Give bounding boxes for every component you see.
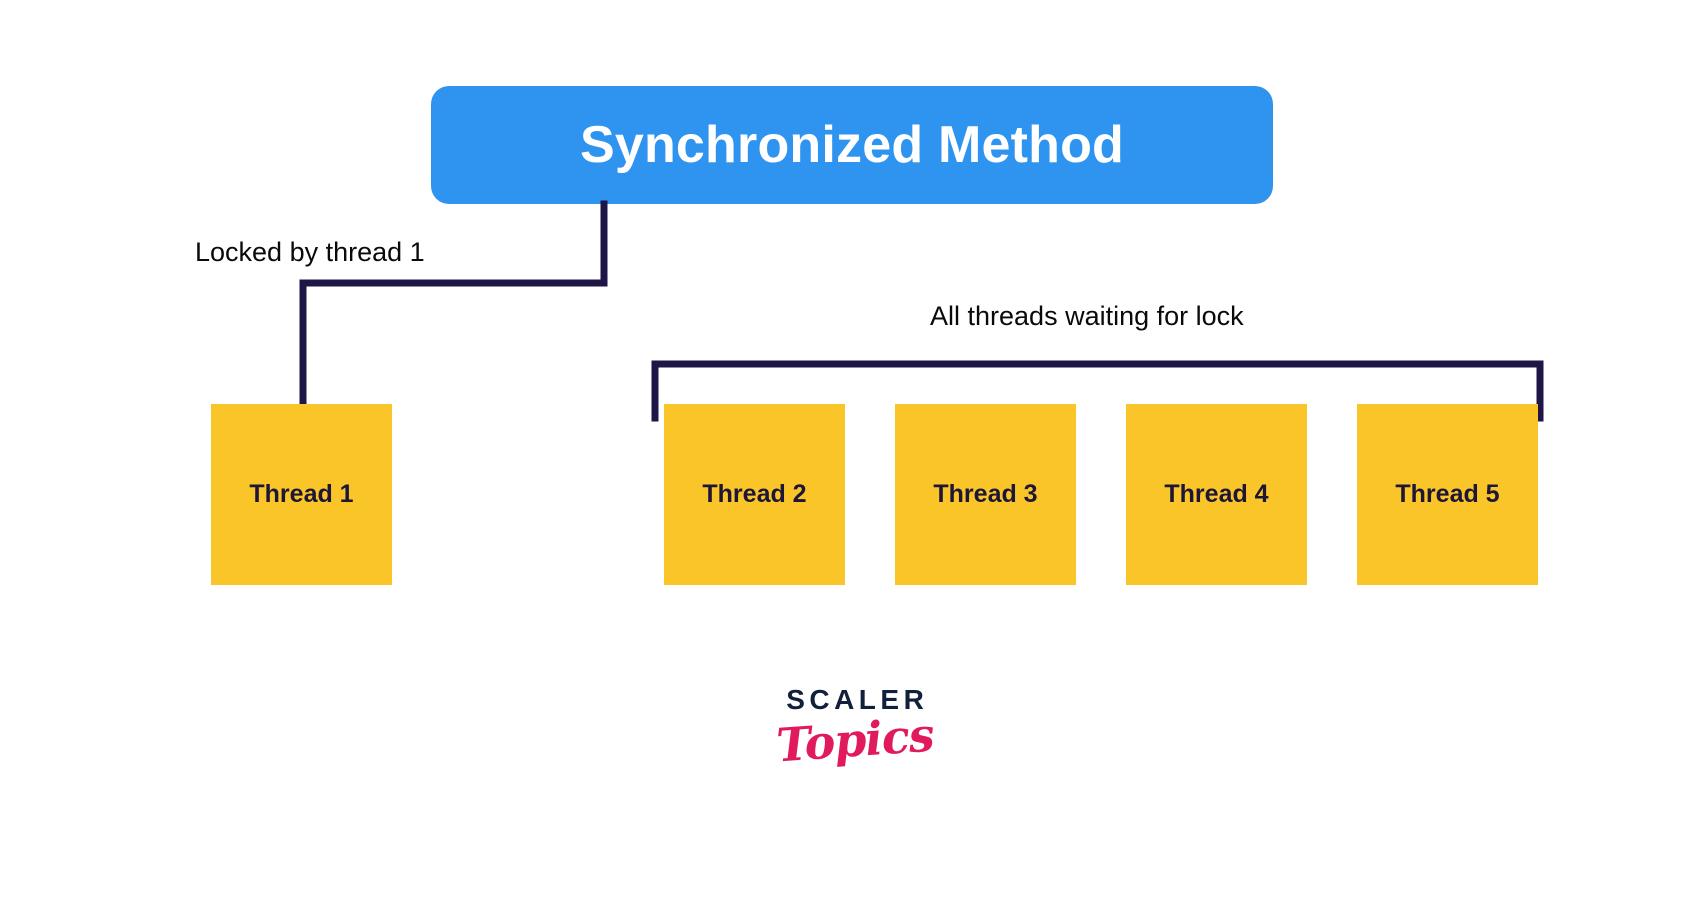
thread-box-label: Thread 4 (1164, 480, 1269, 508)
logo-wordmark-scaler: SCALER (786, 684, 929, 715)
thread-box-2: Thread 2 (664, 404, 845, 585)
scaler-topics-logo: SCALER Topics (770, 684, 940, 773)
thread-box-label: Thread 2 (702, 480, 807, 508)
thread-box-1: Thread 1 (211, 404, 392, 585)
thread-box-label: Thread 1 (249, 480, 354, 508)
thread-box-label: Thread 3 (933, 480, 1038, 508)
thread-box-3: Thread 3 (895, 404, 1076, 585)
thread-box-label: Thread 5 (1395, 480, 1500, 508)
synchronized-method-title-box: Synchronized Method (431, 86, 1273, 204)
all-threads-waiting-label: All threads waiting for lock (930, 301, 1244, 331)
thread-box-5: Thread 5 (1357, 404, 1538, 585)
page-title: Synchronized Method (579, 116, 1125, 174)
locked-connector-path (299, 200, 608, 408)
locked-by-thread-label: Locked by thread 1 (195, 237, 425, 267)
thread-box-4: Thread 4 (1126, 404, 1307, 585)
logo-wordmark-topics: Topics (774, 707, 936, 773)
